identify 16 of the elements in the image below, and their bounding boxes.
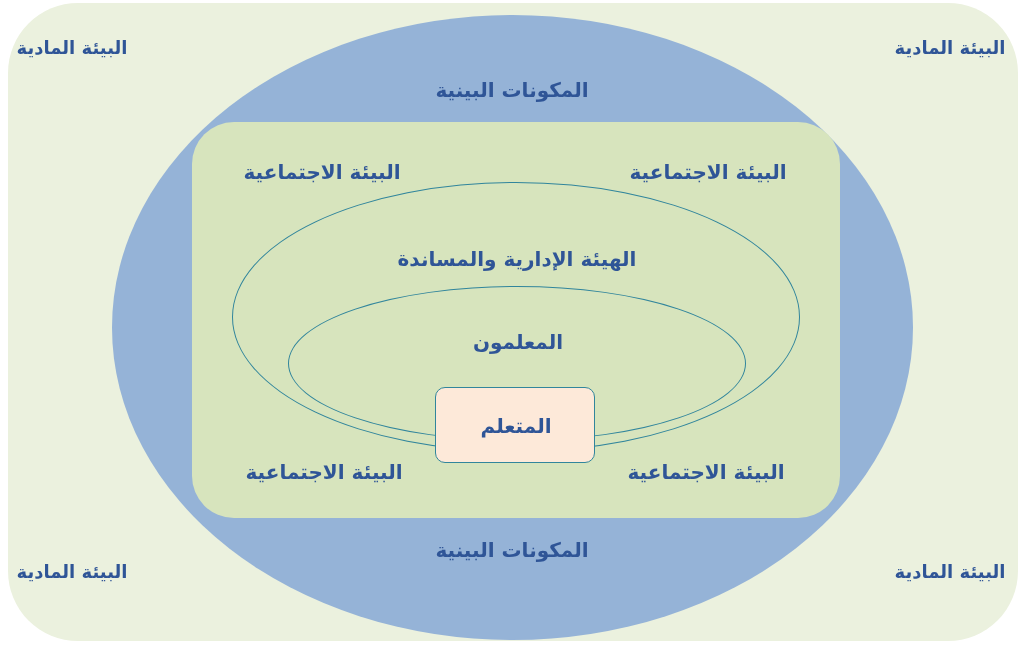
node-label: البيئة المادية [894,37,1006,59]
node-label: البيئة المادية [894,561,1006,583]
node-label: البيئة الاجتماعية [245,460,403,484]
node-label: الهيئة الإدارية والمساندة [397,247,637,271]
node-label: البيئة المادية [16,561,128,583]
node-label: البيئة المادية [16,37,128,59]
node-label: المكونات البينية [435,78,589,102]
outer-panel [8,3,1018,641]
node-label: المتعلم [480,414,552,438]
node-label: البيئة الاجتماعية [627,460,785,484]
node-label: البيئة الاجتماعية [629,160,787,184]
inner-panel [192,122,840,518]
node-label: المعلمون [472,330,564,354]
node-label: المكونات البينية [435,538,589,562]
learner-box [435,387,595,463]
node-label: البيئة الاجتماعية [243,160,401,184]
